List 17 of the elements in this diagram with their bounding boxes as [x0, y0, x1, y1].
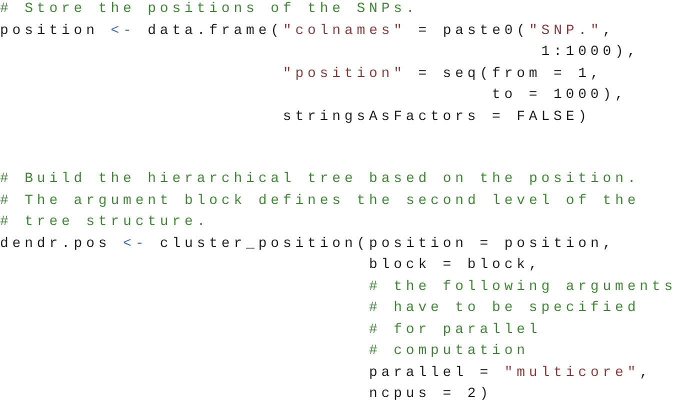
code-line: position <- data.frame("colnames" = paste0("SNP.",	[0, 22, 616, 39]
code-comment: # Store the positions of the SNPs.	[0, 1, 418, 17]
code-line: 1:1000),	[541, 44, 640, 60]
code-comment: # for parallel	[369, 322, 542, 338]
code-line: block = block,	[369, 257, 542, 273]
code-line: parallel = "multicore",	[369, 364, 652, 380]
code-comment: # computation	[369, 343, 529, 359]
code-line: dendr.pos <- cluster_position(position = position,	[0, 236, 616, 252]
code-comment: # The argument block defines the second level of the	[0, 192, 640, 208]
code-line: ncpus = 2)	[369, 386, 492, 402]
code-comment: # have to be specified	[369, 300, 640, 316]
code-comment: # the following arguments	[369, 278, 677, 294]
code-line: stringsAsFactors = FALSE)	[282, 109, 590, 125]
code-comment: # tree structure.	[0, 214, 210, 230]
code-line: to = 1000),	[492, 87, 628, 104]
code-comment: # Build the hierarchical tree based on the position.	[0, 171, 640, 187]
code-line: "position" = seq(from = 1,	[282, 66, 603, 82]
